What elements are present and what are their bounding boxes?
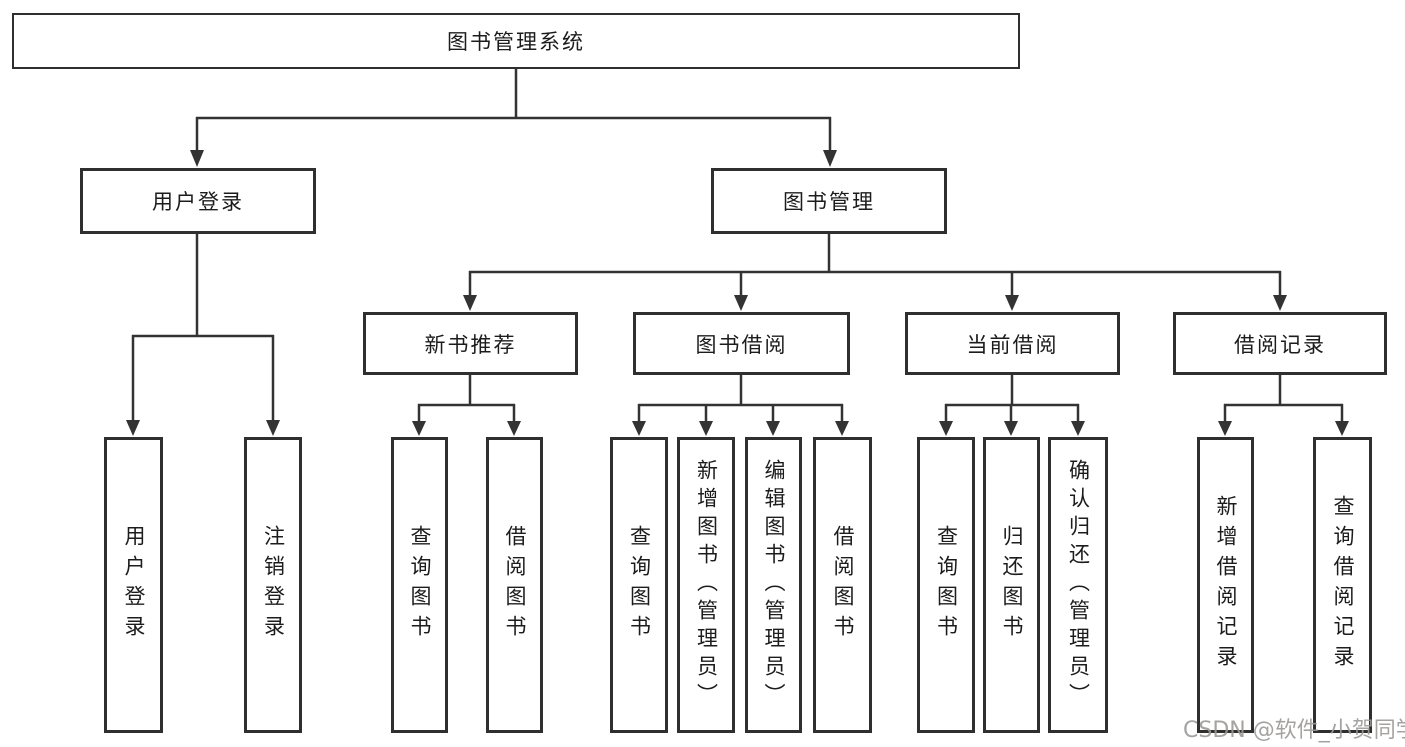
- leaf-edit-books-admin: 编辑图书（管理员）: [745, 437, 802, 733]
- node-user-login: 用户登录: [80, 168, 316, 234]
- leaf-label: 查询图书: [627, 525, 652, 645]
- node-label: 新书推荐: [424, 332, 517, 357]
- node-label: 图书管理: [783, 190, 875, 214]
- leaf-label: 注销登录: [261, 525, 286, 645]
- leaf-label: 用户登录: [122, 525, 146, 645]
- leaf-label: 查询图书: [934, 525, 959, 645]
- node-label: 借阅记录: [1234, 332, 1326, 357]
- leaf-add-borrow-record: 新增借阅记录: [1197, 437, 1254, 733]
- leaf-logout: 注销登录: [244, 437, 302, 733]
- leaf-borrow-books: 借阅图书: [813, 437, 872, 733]
- leaf-label: 查询借阅记录: [1331, 495, 1355, 675]
- leaf-label: 归还图书: [1000, 525, 1024, 645]
- node-borrow-records: 借阅记录: [1173, 312, 1387, 375]
- leaf-borrow-books-recommend: 借阅图书: [486, 437, 543, 733]
- leaf-query-books-borrow: 查询图书: [610, 437, 668, 733]
- node-label: 当前借阅: [966, 332, 1059, 357]
- leaf-label: 借阅图书: [503, 525, 527, 645]
- node-book-borrow: 图书借阅: [633, 312, 850, 375]
- leaf-label: 新增图书（管理员）: [694, 459, 719, 711]
- leaf-confirm-return-admin: 确认归还（管理员）: [1048, 437, 1108, 733]
- node-current-borrow: 当前借阅: [905, 312, 1120, 375]
- watermark: CSDN @软件_小贺同学: [1183, 718, 1405, 743]
- node-label: 用户登录: [152, 190, 244, 214]
- leaf-label: 查询图书: [408, 525, 432, 645]
- leaf-label: 借阅图书: [831, 525, 855, 645]
- arrowheads: [126, 150, 1349, 436]
- node-library-management-system: 图书管理系统: [12, 13, 1020, 69]
- leaf-label: 新增借阅记录: [1214, 495, 1238, 675]
- node-book-management: 图书管理: [711, 168, 947, 234]
- leaf-query-books-recommend: 查询图书: [391, 437, 448, 733]
- leaf-add-books-admin: 新增图书（管理员）: [677, 437, 735, 733]
- leaf-label: 确认归还（管理员）: [1066, 459, 1091, 711]
- leaf-label: 编辑图书（管理员）: [762, 459, 786, 711]
- leaf-query-borrow-record: 查询借阅记录: [1313, 437, 1372, 733]
- node-label: 图书管理系统: [447, 30, 585, 54]
- leaf-user-login: 用户登录: [104, 437, 163, 733]
- leaf-return-books: 归还图书: [983, 437, 1040, 733]
- node-new-book-recommend: 新书推荐: [363, 312, 578, 375]
- leaf-query-books-current: 查询图书: [917, 437, 975, 733]
- node-label: 图书借阅: [695, 332, 788, 357]
